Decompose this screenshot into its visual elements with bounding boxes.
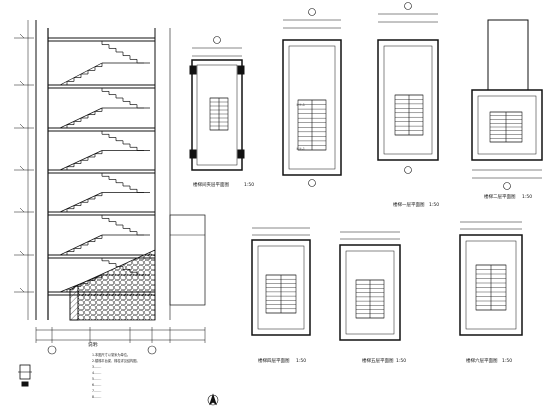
- note-line: 5.……: [92, 377, 101, 381]
- notes-title: 说明:: [88, 341, 99, 348]
- level-mark: [19, 287, 25, 293]
- plan-3-caption: 楼梯二层平面图: [484, 193, 516, 200]
- note-line: 4.……: [92, 371, 101, 375]
- level-mark: [19, 165, 25, 171]
- stair-soffit: [59, 107, 103, 129]
- plan-view-7: [459, 221, 523, 336]
- plan-6-scale: 1:50: [502, 358, 512, 364]
- plan-view-2: [282, 8, 342, 187]
- plan-4-caption: 楼梯四层平面图: [258, 357, 290, 364]
- plan-view-6: [339, 231, 401, 341]
- plan-view-4: [471, 19, 543, 190]
- stair-soffit: [59, 192, 103, 213]
- plan-2-caption: 楼梯一层平面图: [393, 201, 425, 208]
- plan-5-caption: 楼梯五层平面图: [362, 357, 394, 364]
- note-line: 8.……: [92, 395, 101, 399]
- level-mark: [19, 80, 25, 86]
- note-line: 3.……: [92, 365, 101, 369]
- north-symbol: [207, 393, 219, 406]
- plan-3-scale: 1:50: [522, 194, 532, 200]
- stair-soffit: [59, 234, 103, 256]
- stair-section-view: [14, 20, 206, 355]
- plan-4-scale: 1:50: [296, 358, 306, 364]
- plan-1-scale: 1:50: [244, 182, 254, 188]
- stair-soffit: [59, 62, 103, 86]
- level-mark: [19, 33, 25, 39]
- stair-soffit: [59, 150, 103, 171]
- plan-5-scale: 1:50: [396, 358, 406, 364]
- level-mark: [19, 250, 25, 256]
- detail-symbol: [18, 364, 32, 387]
- plan-1-caption: 楼梯间夹层平面图: [193, 181, 229, 188]
- plan-view-3: [377, 2, 439, 174]
- plan-2-scale: 1:50: [429, 202, 439, 208]
- note-line: 2.楼梯平台梁、梯柱详见结构图。: [92, 358, 140, 363]
- note-line: 6.……: [92, 383, 101, 387]
- plan-view-1: [189, 36, 245, 171]
- plan-6-caption: 楼梯六层平面图: [466, 357, 498, 364]
- notes-list: 1.本图尺寸以毫米为单位。 2.楼梯平台梁、梯柱详见结构图。 3.…… 4.………: [92, 352, 140, 399]
- note-line: 7.……: [92, 389, 101, 393]
- plan-view-5: [251, 227, 311, 336]
- level-mark: [19, 207, 25, 213]
- level-mark: [19, 123, 25, 129]
- section-mark-2: ①②-1: [296, 147, 305, 151]
- section-mark-1: ①②-1: [296, 103, 305, 107]
- note-line: 1.本图尺寸以毫米为单位。: [92, 352, 130, 357]
